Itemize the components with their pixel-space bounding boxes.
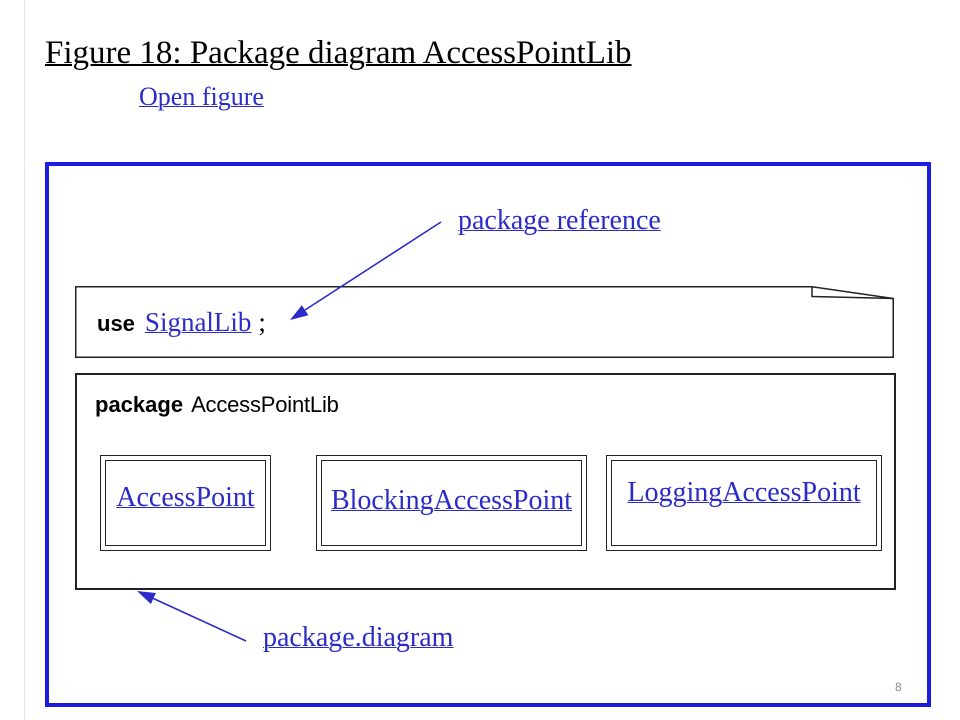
package-header: package AccessPointLib xyxy=(95,392,339,418)
package-member-link[interactable]: AccessPoint xyxy=(116,482,255,513)
arrowhead-icon xyxy=(137,591,156,604)
use-keyword: use xyxy=(97,311,135,336)
use-clause-outline xyxy=(75,286,894,358)
package-member-inner-border: LoggingAccessPoint xyxy=(611,460,877,546)
package-member-inner-border: AccessPoint xyxy=(105,460,266,546)
use-clause-box: use SignalLib; xyxy=(75,286,894,358)
package-diagram-link[interactable]: package.diagram xyxy=(263,622,454,653)
package-member-box: BlockingAccessPoint xyxy=(316,455,587,551)
package-member-box: AccessPoint xyxy=(100,455,271,551)
figure-title: Figure 18: Package diagram AccessPointLi… xyxy=(45,35,632,71)
open-figure-link[interactable]: Open figure xyxy=(139,82,264,111)
package-member-inner-border: BlockingAccessPoint xyxy=(321,460,582,546)
package-reference-link[interactable]: package reference xyxy=(458,205,661,236)
package-keyword: package xyxy=(95,392,184,417)
page-number: 8 xyxy=(895,680,902,694)
text-symbol-outline xyxy=(75,286,894,358)
package-box: package AccessPointLib AccessPoint Blocki… xyxy=(75,373,896,590)
folded-corner-icon xyxy=(811,286,894,300)
use-clause-terminator: ; xyxy=(258,307,266,337)
use-clause: use SignalLib; xyxy=(97,306,266,340)
package-member-link[interactable]: BlockingAccessPoint xyxy=(330,485,573,516)
signal-lib-link[interactable]: SignalLib xyxy=(144,307,252,337)
package-member-link[interactable]: LoggingAccessPoint xyxy=(627,477,861,508)
page-edge-line xyxy=(24,0,25,720)
package-name: AccessPointLib xyxy=(191,392,339,417)
package-member-box: LoggingAccessPoint xyxy=(606,455,882,551)
package-diagram-arrow xyxy=(153,597,247,642)
